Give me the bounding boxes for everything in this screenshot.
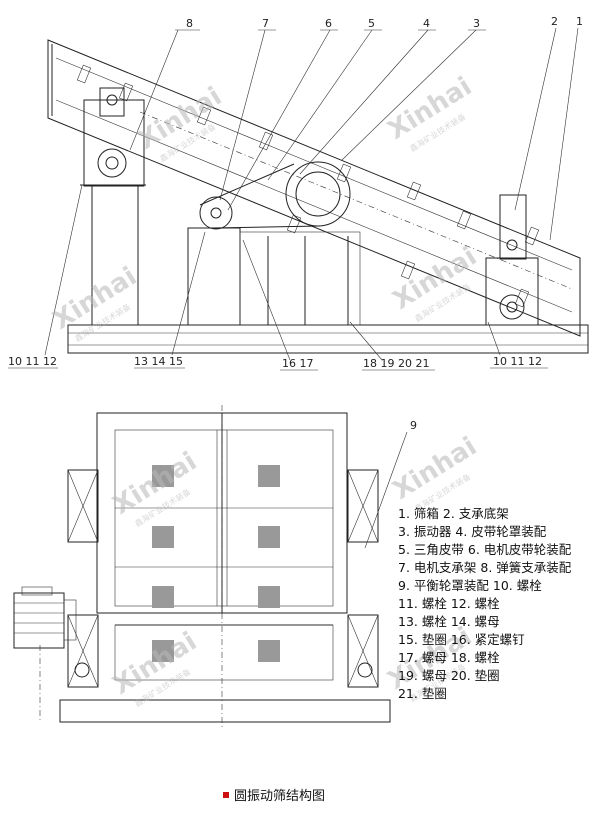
- callout-7: 7: [262, 17, 269, 30]
- side-elevation-view: 8 7 6 5 4 3 2 1 10 11 12 13 14 15 16 17 …: [8, 15, 589, 371]
- v-belt: [199, 163, 295, 206]
- callout-10-11-12-left: 10 11 12: [8, 355, 57, 368]
- legend-line-2: 3. 振动器 4. 皮带轮罩装配: [398, 524, 547, 539]
- screen-box-outline: [47, 39, 581, 337]
- legend-line-4: 7. 电机支承架 8. 弹簧支承装配: [398, 560, 572, 575]
- callout-10-11-12-right: 10 11 12: [493, 355, 542, 368]
- callout-16-17: 16 17: [282, 357, 314, 370]
- figure-caption: 圆振动筛结构图: [223, 789, 325, 804]
- legend-line-6: 11. 螺栓 12. 螺栓: [398, 596, 500, 611]
- legend-line-7: 13. 螺栓 14. 螺母: [398, 614, 500, 629]
- legend-line-11: 21. 垫圈: [398, 686, 447, 701]
- callout-2: 2: [551, 15, 558, 28]
- base-beam: [67, 324, 589, 354]
- callout-3: 3: [473, 17, 480, 30]
- screen-mesh-panels: [152, 465, 280, 662]
- legend-line-1: 1. 筛箱 2. 支承底架: [398, 506, 509, 521]
- callout-9: 9: [410, 419, 417, 432]
- callout-5: 5: [368, 17, 375, 30]
- right-support: [485, 257, 539, 326]
- legend-line-9: 17. 螺母 18. 螺栓: [398, 650, 500, 665]
- top-callout-leaders: [129, 27, 579, 241]
- motor-support-frame: [187, 227, 241, 326]
- callout-13-14-15: 13 14 15: [134, 355, 183, 368]
- right-spring-assembly-bottom: [347, 614, 379, 688]
- plan-view: 9: [13, 405, 417, 730]
- callout-8: 8: [186, 17, 193, 30]
- motor-pulley: [199, 196, 233, 230]
- callout-18-21: 18 19 20 21: [363, 357, 429, 370]
- callout-6: 6: [325, 17, 332, 30]
- caption-text: 圆振动筛结构图: [234, 789, 325, 804]
- motor-body: [13, 592, 65, 649]
- bottom-callout-leaders: [8, 184, 548, 371]
- left-spring-bearing: [97, 148, 127, 178]
- caption-marker: [223, 792, 229, 798]
- parts-legend: 1. 筛箱 2. 支承底架 3. 振动器 4. 皮带轮罩装配 5. 三角皮带 6…: [398, 506, 572, 701]
- left-spring-assembly-bottom: [67, 614, 99, 688]
- left-spring-assembly-top: [67, 469, 99, 543]
- legend-line-8: 15. 垫圈 16. 紧定螺钉: [398, 632, 525, 647]
- legend-line-5: 9. 平衡轮罩装配 10. 螺栓: [398, 578, 542, 593]
- legend-line-10: 19. 螺母 20. 垫圈: [398, 668, 500, 683]
- callout-1: 1: [576, 15, 583, 28]
- right-spring-assembly-top: [347, 469, 379, 543]
- plan-base: [59, 699, 391, 723]
- legend-line-3: 5. 三角皮带 6. 电机皮带轮装配: [398, 542, 572, 557]
- callout-4: 4: [423, 17, 430, 30]
- callout-9-leader: [364, 431, 408, 549]
